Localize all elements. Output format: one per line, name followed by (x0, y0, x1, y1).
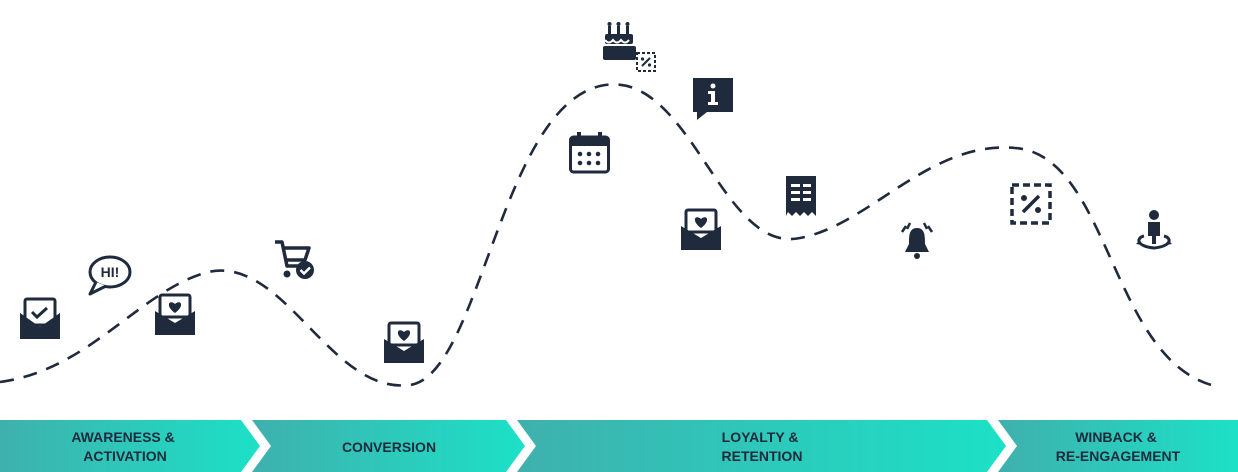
stage-label-conversion: CONVERSION (342, 439, 436, 455)
stage-label-line: CONVERSION (342, 439, 436, 455)
stage-label-winback: WINBACK & RE-ENGAGEMENT (1056, 429, 1181, 464)
stage-label-awareness: AWARENESS & ACTIVATION (71, 429, 178, 464)
envelope-heart-icon (155, 293, 195, 335)
discount-coupon-icon (636, 52, 656, 72)
stage-label-line: RETENTION (722, 448, 803, 464)
receipt-icon (786, 176, 816, 216)
shopping-cart-check-icon (275, 240, 314, 279)
stage-label-line: AWARENESS & (71, 429, 174, 445)
stage-label-line: LOYALTY & (722, 429, 799, 445)
discount-coupon-icon (1010, 183, 1052, 225)
speech-bubble-hi-icon: HI! (88, 255, 132, 296)
journey-curve (0, 83, 1216, 388)
stage-segment-loyalty (517, 420, 1006, 472)
stage-segment-winback (998, 420, 1238, 472)
stage-segment-conversion (252, 420, 525, 472)
stage-segment-awareness (0, 420, 260, 472)
stage-band: AWARENESS & ACTIVATION CONVERSION LOYALT… (0, 420, 1238, 472)
stage-label-line: WINBACK & (1075, 429, 1157, 445)
stage-label-line: RE-ENGAGEMENT (1056, 448, 1181, 464)
stage-label-line: ACTIVATION (83, 448, 166, 464)
envelope-heart-icon (384, 321, 424, 363)
stage-label-loyalty: LOYALTY & RETENTION (722, 429, 803, 464)
person-location-icon (1136, 210, 1172, 250)
info-message-icon (693, 78, 733, 120)
speech-bubble-text: HI! (101, 264, 120, 280)
alarm-bell-icon (900, 222, 934, 259)
calendar-icon (569, 132, 610, 174)
envelope-check-icon (20, 297, 60, 339)
envelope-heart-icon (681, 208, 721, 250)
birthday-cake-icon (603, 22, 636, 60)
